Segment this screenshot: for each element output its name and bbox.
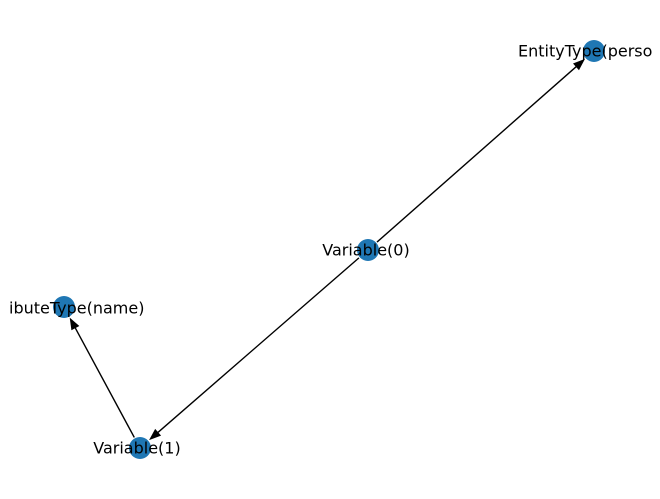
graph-edge-variable-0-to-entity-type-person — [376, 63, 581, 243]
arrowhead-variable-0-to-variable-1 — [149, 428, 162, 441]
node-label-variable-1: Variable(1) — [93, 439, 180, 458]
node-label-variable-0: Variable(0) — [322, 241, 409, 260]
graph-node-entity-type-person — [583, 40, 605, 62]
node-label-entity-type-person: EntityType(perso — [518, 42, 652, 61]
graph-edge-variable-1-to-attribute-type-name — [72, 323, 135, 438]
edge-layer — [69, 58, 585, 441]
node-label-attribute-type-name: ibuteType(name) — [9, 299, 144, 318]
node-layer — [53, 40, 605, 459]
graph-edge-variable-0-to-variable-1 — [154, 257, 360, 436]
graph-node-variable-0 — [357, 239, 379, 261]
graph-node-attribute-type-name — [53, 296, 75, 318]
arrowhead-variable-1-to-attribute-type-name — [69, 317, 80, 331]
graph-node-variable-1 — [129, 437, 151, 459]
arrowhead-variable-0-to-entity-type-person — [573, 58, 585, 71]
